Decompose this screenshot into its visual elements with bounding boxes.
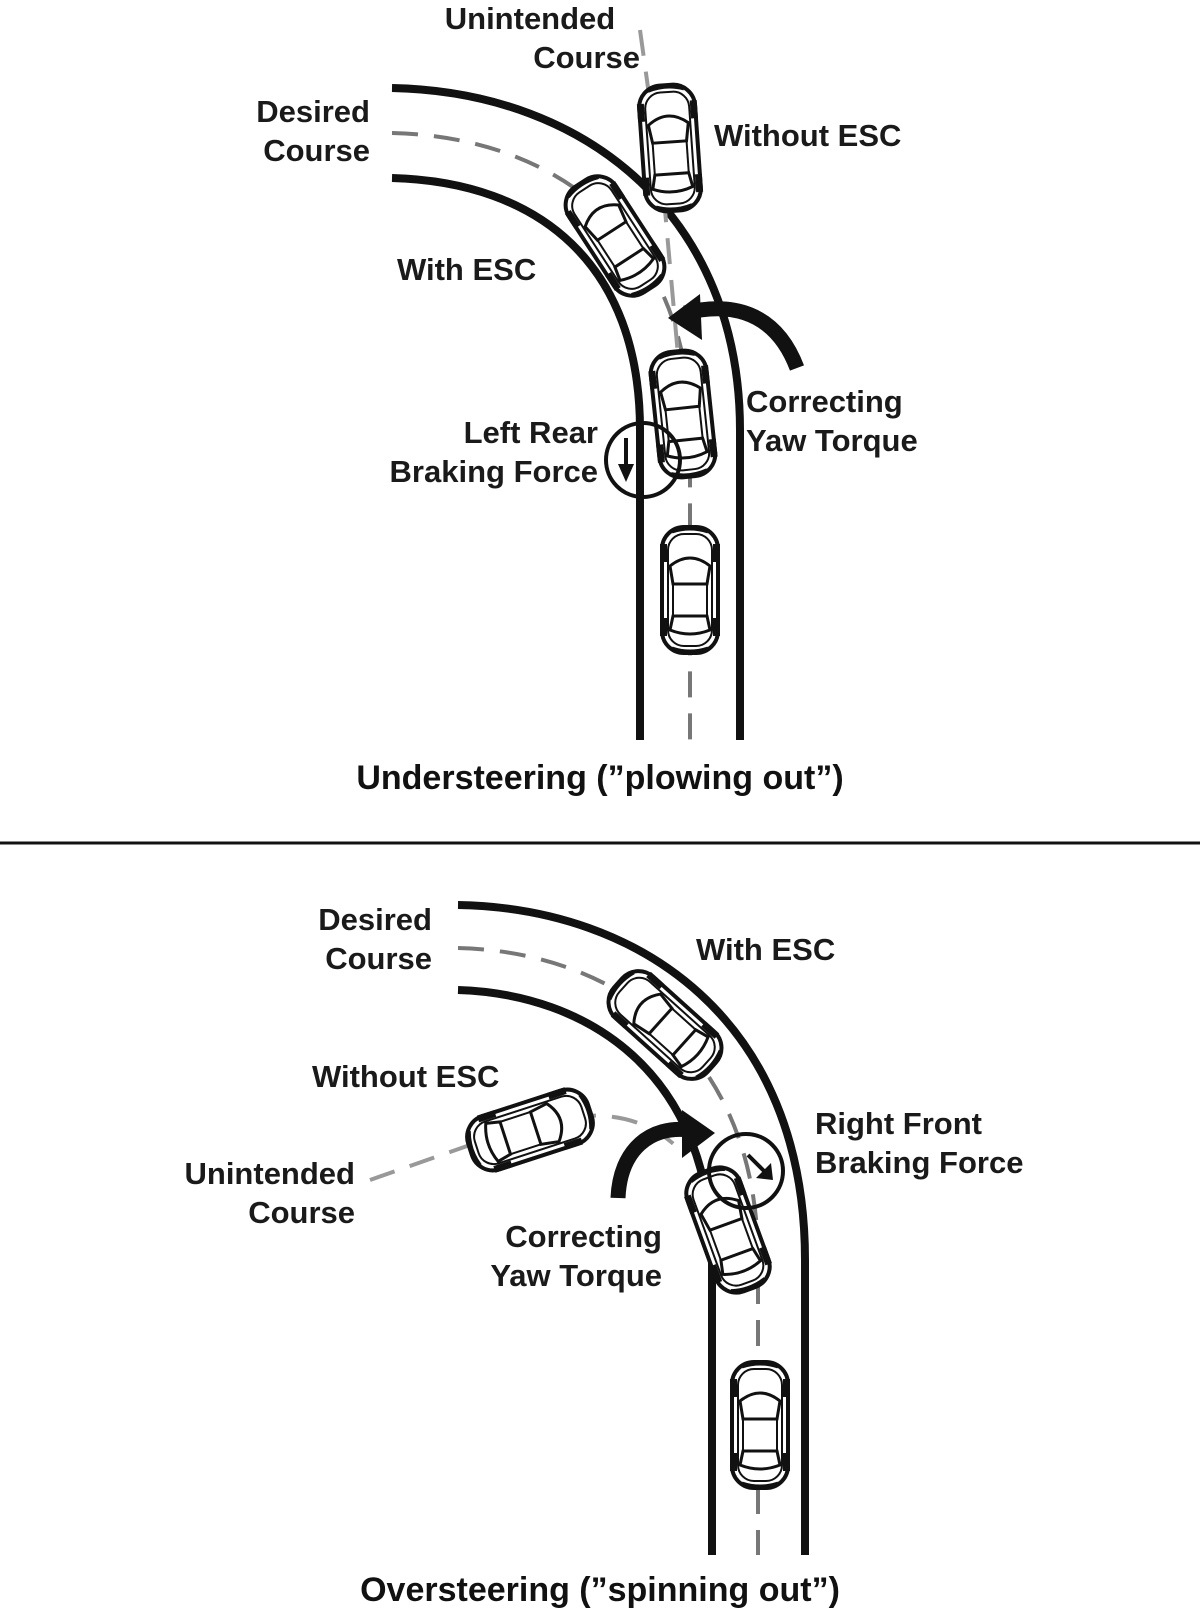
understeer-braking-arrowhead-icon [618, 464, 634, 482]
oversteer-car-braking [676, 1158, 780, 1302]
oversteer-braking-force-label: Right Front Braking Force [815, 1104, 1023, 1182]
oversteer-car-without-esc [458, 1080, 602, 1180]
understeer-braking-force-line1: Left Rear [463, 415, 598, 450]
understeer-road-inner-edge [391, 174, 644, 740]
understeer-desired-course-line1: Desired [256, 94, 370, 129]
oversteer-desired-course-label: Desired Course [232, 900, 432, 978]
understeer-braking-force-label: Left Rear Braking Force [340, 413, 598, 491]
oversteer-yaw-arrowhead-icon [682, 1110, 715, 1158]
understeer-braking-force-line2: Braking Force [389, 454, 598, 489]
oversteer-correcting-yaw-line2: Yaw Torque [490, 1258, 662, 1293]
oversteer-braking-force-line1: Right Front [815, 1106, 983, 1141]
understeer-with-esc-label: With ESC [397, 252, 537, 287]
understeer-correcting-yaw-label: Correcting Yaw Torque [746, 382, 918, 460]
understeer-unintended-course-label: Unintended Course [420, 0, 640, 77]
oversteer-unintended-course-label: Unintended Course [140, 1154, 356, 1232]
understeer-unintended-course-line1: Unintended [444, 1, 616, 36]
understeer-title: Understeering (”plowing out”) [356, 759, 844, 797]
oversteer-correcting-yaw-line1: Correcting [505, 1219, 662, 1254]
oversteer-car-straight [728, 1360, 792, 1490]
oversteer-desired-course-line [457, 946, 760, 1555]
oversteer-yaw-arrow-icon [610, 1121, 691, 1199]
oversteer-correcting-yaw-label: Correcting Yaw Torque [440, 1217, 662, 1295]
understeer-braking-circle-icon [604, 421, 682, 499]
understeer-car-without-esc [633, 81, 707, 215]
understeer-unintended-course-line2: Course [533, 40, 640, 75]
oversteer-braking-circle-icon [707, 1132, 785, 1210]
oversteer-road-outer-edge [457, 901, 809, 1555]
oversteer-car-with-esc [596, 958, 734, 1092]
oversteer-braking-arrow-icon [746, 1153, 766, 1173]
understeer-desired-course-label: Desired Course [170, 92, 370, 170]
oversteer-braking-arrowhead-icon [756, 1163, 773, 1180]
oversteer-braking-force-line2: Braking Force [815, 1145, 1024, 1180]
oversteer-unintended-course-line1: Unintended [184, 1156, 356, 1191]
understeer-yaw-arrowhead-icon [668, 294, 702, 340]
understeer-correcting-yaw-line1: Correcting [746, 384, 903, 419]
oversteer-desired-course-line1: Desired [318, 902, 432, 937]
understeer-without-esc-label: Without ESC [714, 118, 902, 153]
oversteer-desired-course-line2: Course [325, 941, 432, 976]
understeer-car-straight [658, 525, 722, 655]
understeer-desired-course-line2: Course [263, 133, 370, 168]
oversteer-without-esc-label: Without ESC [312, 1059, 500, 1094]
oversteer-title: Oversteering (”spinning out”) [360, 1571, 840, 1609]
oversteer-unintended-course-line2: Course [248, 1195, 355, 1230]
oversteer-with-esc-label: With ESC [696, 932, 836, 967]
understeer-car-braking [644, 346, 722, 482]
understeer-correcting-yaw-line2: Yaw Torque [746, 423, 918, 458]
